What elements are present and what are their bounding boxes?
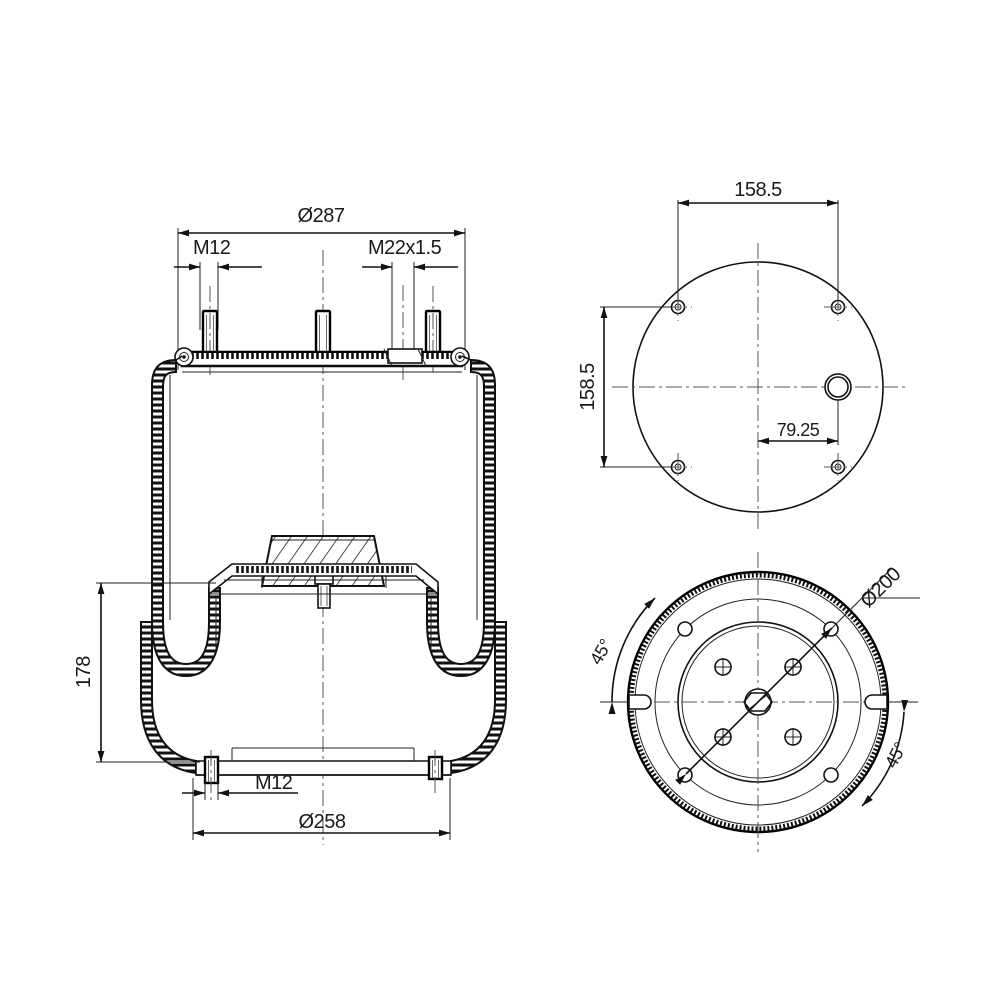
slot-right — [864, 694, 888, 710]
dim-top-diameter: Ø287 — [177, 205, 466, 370]
top-studs-group — [201, 286, 442, 375]
dim-bottom-m12: M12 — [182, 772, 298, 800]
dim-label-d287: Ø287 — [298, 205, 345, 227]
bolt-hole-top-right — [824, 293, 852, 321]
bottom-stud-right — [427, 750, 444, 795]
dim-port-offset: 79.25 — [758, 400, 839, 445]
dim-label-158-left: 158.5 — [577, 363, 599, 411]
bellows-wall — [140, 355, 507, 775]
air-port-hole — [824, 373, 852, 401]
bellows-inner-outline — [169, 375, 478, 650]
piston-plan-view-group: Ø200 45° 45° — [586, 552, 920, 852]
dim-top-m12: M12 — [174, 237, 262, 330]
section-view-group: Ø287 M12 M22x1.5 — [73, 205, 507, 845]
slot-left — [628, 694, 652, 710]
dim-bolt-span-horizontal: 158.5 — [677, 179, 839, 300]
dim-label-178: 178 — [73, 656, 95, 688]
dim-label-45-left: 45° — [586, 636, 616, 669]
dim-label-m12-top: M12 — [193, 237, 231, 259]
bolt-hole-bottom-right — [824, 453, 852, 481]
dim-m22: M22x1.5 — [362, 237, 458, 366]
crimp-roll-right — [450, 347, 470, 367]
dim-label-m12-bottom: M12 — [255, 772, 293, 794]
crimp-roll-left — [174, 347, 194, 367]
dim-label-d258: Ø258 — [299, 811, 346, 833]
dim-label-d200: Ø200 — [856, 563, 905, 612]
dim-label-m22: M22x1.5 — [368, 237, 442, 259]
dim-label-79-25: 79.25 — [777, 420, 820, 440]
bumper-seat-plate — [208, 563, 439, 596]
dim-bottom-diameter: Ø258 — [192, 778, 451, 840]
top-cover-plate — [174, 347, 470, 373]
outer-hole-nw — [677, 621, 693, 637]
bottom-stud-left — [203, 750, 220, 800]
dim-label-158-top: 158.5 — [734, 179, 782, 201]
outer-hole-se — [823, 767, 839, 783]
bottom-mount-plate — [195, 747, 452, 800]
dim-label-45-right: 45° — [881, 739, 911, 771]
top-plate-view-group: 158.5 158.5 79.25 — [577, 179, 905, 532]
dim-bolt-span-vertical: 158.5 — [577, 306, 672, 468]
dim-height-178: 178 — [73, 582, 216, 763]
